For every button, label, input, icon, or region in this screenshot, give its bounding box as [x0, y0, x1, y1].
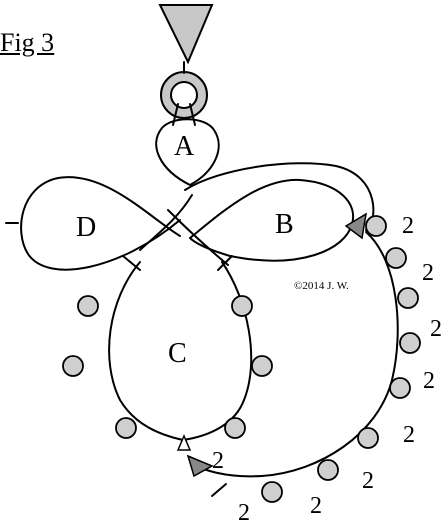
chain-picot [389, 377, 411, 399]
stem-left [139, 194, 193, 251]
chain-picot [357, 427, 379, 449]
chain-picot [365, 215, 387, 237]
ring-c-picot [251, 355, 273, 377]
bail-ring-inner [170, 81, 198, 109]
stem-right [167, 209, 229, 266]
chain-picot [385, 247, 407, 269]
chain-count: 2 [430, 316, 442, 342]
shuttle-count: 2 [212, 448, 224, 474]
copyright-text: ©2014 J. W. [294, 280, 349, 292]
ring-d-outline [20, 176, 181, 271]
stem-right-bar [217, 255, 233, 271]
stem-left-bar [122, 255, 141, 271]
ring-c-label: C [168, 338, 187, 369]
chain-picot [399, 332, 421, 354]
chain-picot [317, 459, 339, 481]
chain-picot [261, 481, 283, 503]
chain-count: 2 [310, 493, 322, 519]
ring-c-picot [115, 417, 137, 439]
ring-a-label: A [174, 131, 195, 162]
ring-c-picot [224, 417, 246, 439]
ring-a-join-right [189, 103, 196, 126]
ring-b-outline [189, 178, 355, 262]
chain-count: 2 [402, 213, 414, 239]
ring-d-label: D [76, 212, 96, 243]
chain-count: 2 [423, 368, 435, 394]
chain-count: 2 [238, 500, 250, 526]
ring-c-picot [231, 295, 253, 317]
chain-count: 2 [403, 422, 415, 448]
ring-c-picot [62, 355, 84, 377]
ring-a-shape [155, 118, 220, 187]
shuttle-arrow-icon [186, 454, 214, 478]
chain-direction-arrow-icon [344, 212, 368, 240]
ring-c-picot [77, 295, 99, 317]
ring-a-join-left [172, 103, 179, 126]
ring-b-label: B [275, 209, 294, 240]
figure-label: Fig 3 [0, 28, 55, 57]
chain-count: 2 [362, 468, 374, 494]
chain-count: 2 [422, 260, 434, 286]
chain-top [184, 162, 375, 231]
chain-picot [397, 287, 419, 309]
thread-end-mark [211, 483, 227, 497]
start-triangle-icon [176, 434, 192, 451]
shuttle-pendant-shape [158, 4, 214, 65]
